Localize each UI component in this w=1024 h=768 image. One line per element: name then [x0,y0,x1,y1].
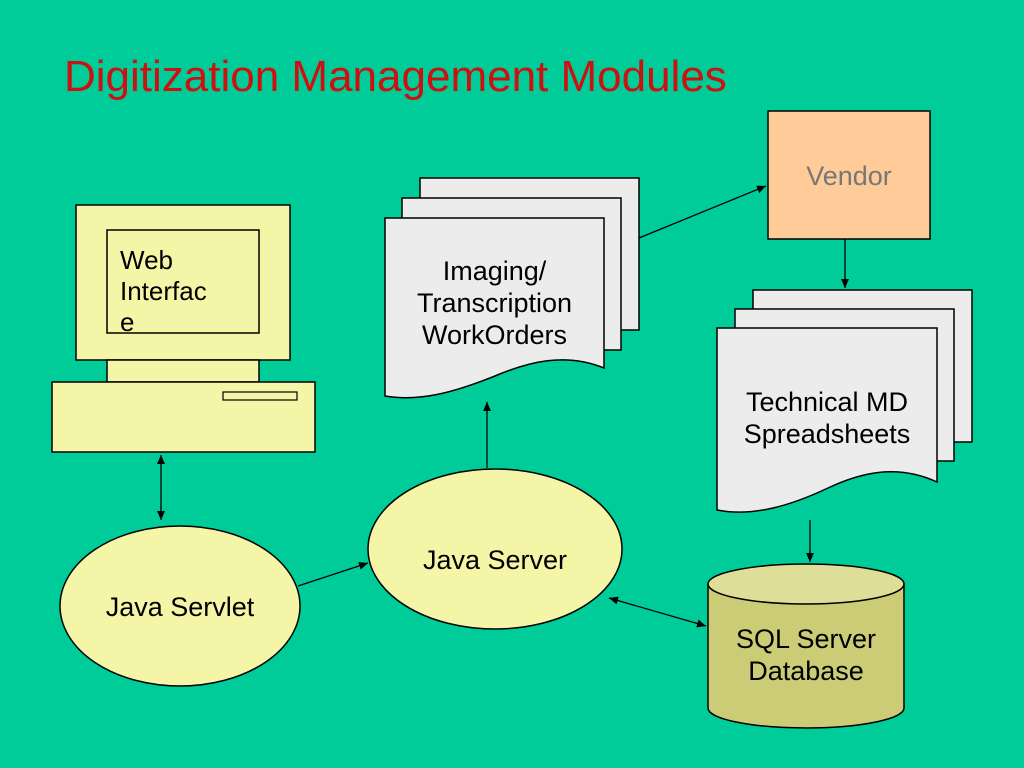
database-label: SQL Server Database [735,624,877,686]
computer-icon [51,204,316,453]
edge-java-servlet-java-server [297,562,369,587]
disk-drive-slot [222,391,298,401]
page-title: Digitization Management Modules [64,52,727,101]
spreadsheets-document-stack [716,289,973,513]
edge-java-server-database [608,596,707,628]
java-server-label: Java Server [422,545,568,575]
web-interface-label: Web Interfac e [120,245,207,338]
vendor-node [767,110,931,240]
java-servlet-node [59,525,301,687]
spreadsheets-label: Technical MD Spreadsheets [743,387,911,449]
database-cylinder-icon [707,563,905,729]
web-interface-screen [106,229,260,334]
java-server-node [367,468,623,630]
vendor-label: Vendor [806,161,892,191]
workorders-document-stack [384,177,640,399]
java-servlet-label: Java Servlet [105,592,255,622]
edge-workorders-vendor [638,185,767,239]
workorders-label: Imaging/ Transcription WorkOrders [416,256,573,350]
computer-stand [106,359,260,383]
